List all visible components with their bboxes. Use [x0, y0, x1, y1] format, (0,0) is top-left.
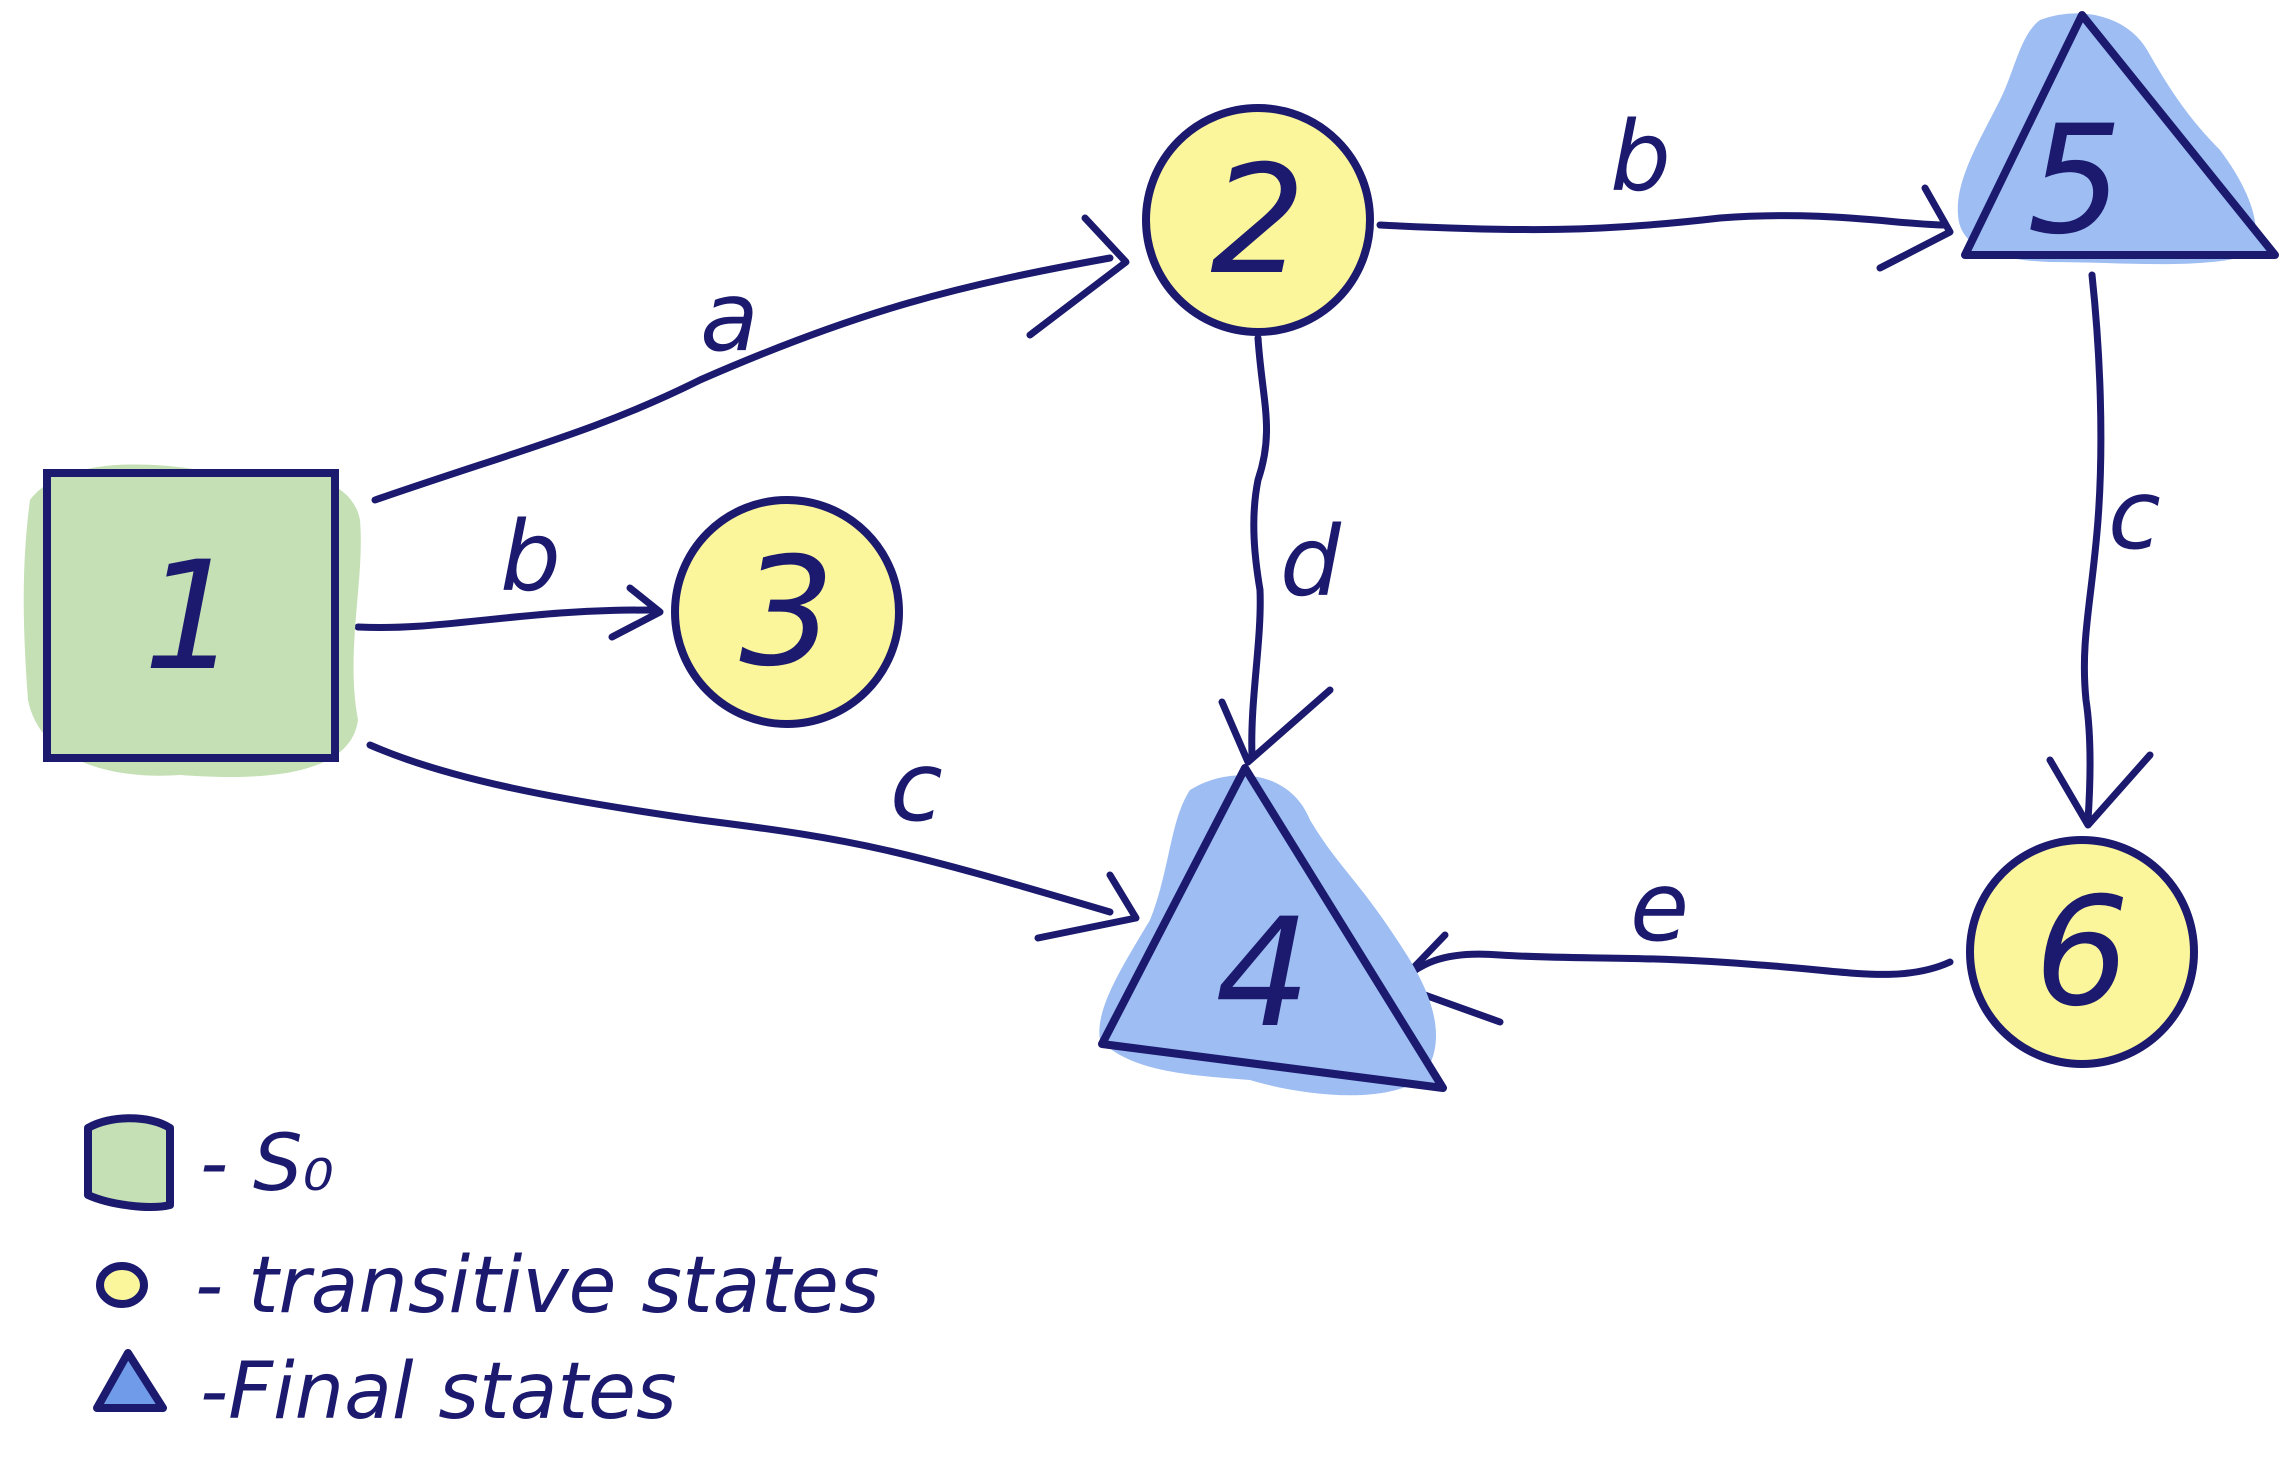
edge-2-to-5: b [1376, 101, 1954, 272]
node-label-4: 4 [1215, 887, 1310, 1061]
edge-label-e: e [1630, 851, 1689, 963]
legend-item-start: - S₀ [84, 1114, 334, 1211]
legend-item-transitive: - transitive states [96, 1241, 880, 1331]
node-3[interactable]: 3 [671, 496, 903, 728]
edge-label-c1: c [890, 731, 943, 843]
circle-icon [96, 1262, 148, 1308]
node-6[interactable]: 6 [1966, 836, 2198, 1068]
edge-label-b1: b [500, 501, 561, 613]
edge-1-to-3: b [354, 501, 664, 641]
triangle-icon [93, 1349, 167, 1412]
node-label-3: 3 [739, 526, 834, 700]
node-4[interactable]: 4 [1098, 764, 1447, 1096]
edge-1-to-4: c [366, 731, 1140, 942]
node-label-6: 6 [2034, 866, 2129, 1040]
node-1[interactable]: 1 [23, 464, 361, 777]
nodes: 1 2 3 4 5 6 [23, 11, 2279, 1096]
legend: - S₀ - transitive states -Final states [84, 1114, 880, 1437]
legend-text-final: -Final states [200, 1347, 677, 1437]
edge-label-d: d [1280, 506, 1342, 618]
edge-label-b2: b [1610, 101, 1671, 213]
legend-item-final: -Final states [93, 1347, 677, 1437]
edge-6-to-4: e [1391, 851, 1954, 1026]
edge-label-c2: c [2108, 459, 2161, 571]
edge-1-to-2: a [371, 214, 1130, 504]
node-label-5: 5 [2027, 94, 2122, 268]
node-5[interactable]: 5 [1957, 11, 2279, 268]
node-2[interactable]: 2 [1142, 104, 1374, 336]
square-icon [84, 1114, 174, 1211]
edges: a b c b d c [354, 101, 2161, 1026]
node-label-1: 1 [143, 530, 238, 704]
edge-label-a: a [700, 261, 759, 373]
node-label-2: 2 [1210, 134, 1305, 308]
legend-text-transitive: - transitive states [195, 1241, 880, 1331]
legend-text-start: - S₀ [200, 1119, 334, 1209]
edge-5-to-6: c [2046, 271, 2161, 829]
edge-2-to-4: d [1218, 334, 1342, 766]
